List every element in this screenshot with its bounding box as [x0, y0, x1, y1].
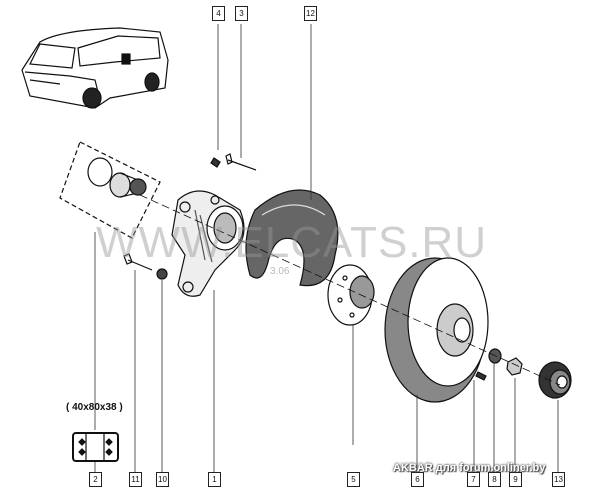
circlip [87, 157, 113, 187]
washer-10 [156, 268, 168, 280]
callout-13: 13 [552, 472, 565, 487]
callout-12: 12 [304, 6, 317, 21]
callout-4: 4 [212, 6, 225, 21]
bearing-symbol [72, 432, 119, 462]
vehicle-illustration [21, 27, 169, 109]
callout-6: 6 [411, 472, 424, 487]
callout-8: 8 [488, 472, 501, 487]
wheel-bearing [109, 172, 147, 198]
callout-11: 11 [129, 472, 142, 487]
bolt-3 [225, 153, 257, 171]
callout-7: 7 [467, 472, 480, 487]
screw-7 [475, 371, 487, 381]
callout-9: 9 [509, 472, 522, 487]
brake-disc [384, 257, 489, 403]
callout-2: 2 [89, 472, 102, 487]
drawing-code: 3.06 [270, 266, 290, 277]
callout-5: 5 [347, 472, 360, 487]
callout-1: 1 [208, 472, 221, 487]
watermark: WWW.ELCATS.RU [96, 218, 488, 267]
wheel-hub [327, 264, 375, 326]
callout-3: 3 [235, 6, 248, 21]
credit-watermark: AKBAR для forum.onliner.by [393, 462, 546, 474]
bearing-kit-box [59, 141, 161, 239]
bearing-13 [538, 361, 572, 399]
nut-9 [506, 357, 523, 376]
leader-lines [94, 24, 559, 472]
bolt-11 [123, 253, 153, 271]
brake-backing-plate [245, 189, 339, 287]
callout-10: 10 [156, 472, 169, 487]
washer-4 [210, 157, 221, 168]
bearing-dimensions: ( 40x80x38 ) [66, 402, 123, 413]
